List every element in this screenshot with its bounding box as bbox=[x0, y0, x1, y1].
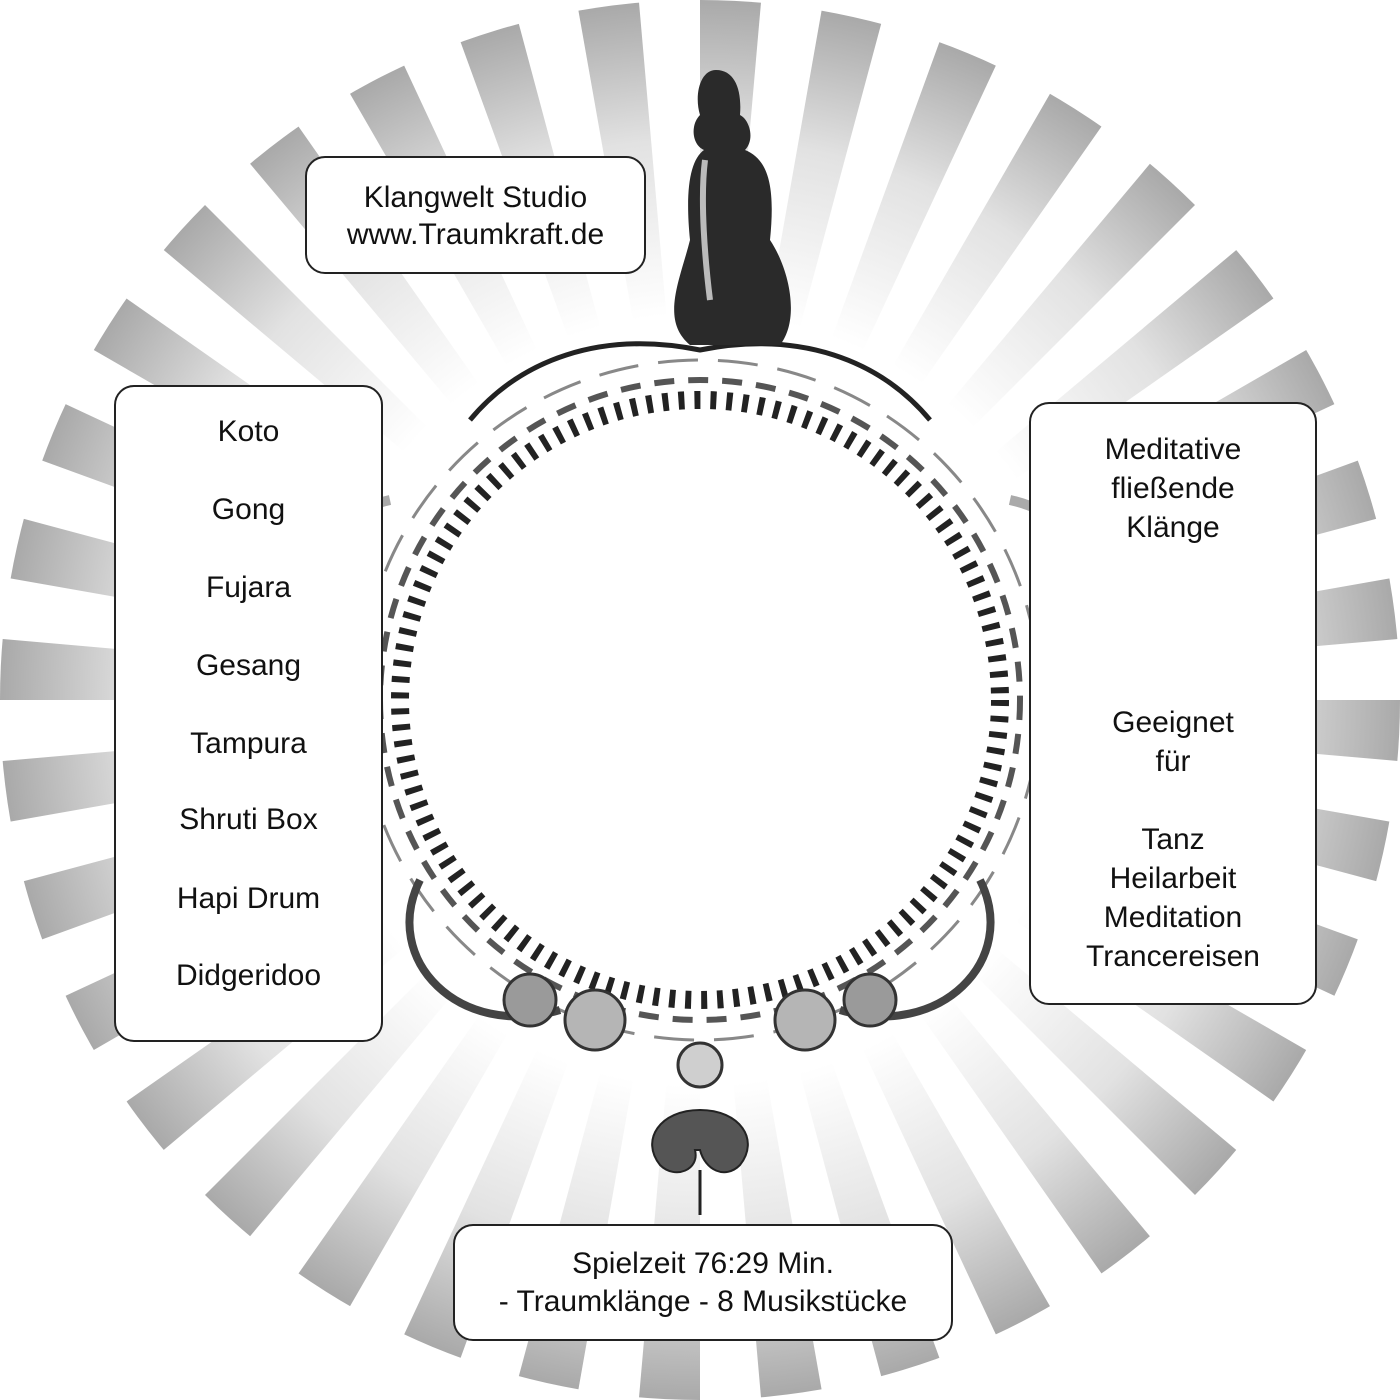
duration-box: Spielzeit 76:29 Min. - Traumklänge - 8 M… bbox=[453, 1224, 953, 1341]
instrument-item: Didgeridoo bbox=[175, 959, 322, 992]
instrument-item: Gong bbox=[211, 493, 286, 526]
instrument-item: Gesang bbox=[195, 649, 302, 682]
instrument-item: Koto bbox=[217, 415, 280, 448]
instrument-item: Fujara bbox=[205, 571, 292, 604]
description-line: fließende bbox=[1111, 472, 1235, 505]
suitable-heading: für bbox=[1155, 745, 1191, 778]
use-item: Meditation bbox=[1103, 901, 1243, 934]
center-hole bbox=[420, 420, 980, 980]
studio-website: www.Traumkraft.de bbox=[346, 218, 605, 251]
use-item: Trancereisen bbox=[1086, 940, 1260, 973]
instrument-item: Tampura bbox=[190, 727, 307, 760]
description-line: Klänge bbox=[1126, 511, 1220, 544]
instruments-list: Koto Gong Fujara Gesang Tampura Shruti B… bbox=[114, 385, 383, 1042]
instrument-item: Shruti Box bbox=[179, 803, 318, 836]
buddha-statue-icon bbox=[674, 70, 791, 345]
rose-flower-icon bbox=[502, 972, 898, 1089]
use-item: Tanz bbox=[1141, 823, 1205, 856]
features-box: Meditative fließende Klänge Geeignet für… bbox=[1029, 402, 1317, 1005]
use-item: Heilarbeit bbox=[1109, 862, 1237, 895]
scroll-ornament-icon bbox=[651, 1108, 749, 1215]
instrument-item: Hapi Drum bbox=[176, 882, 321, 915]
playtime: Spielzeit 76:29 Min. bbox=[572, 1247, 834, 1280]
track-summary: - Traumklänge - 8 Musikstücke bbox=[498, 1285, 908, 1318]
studio-name: Klangwelt Studio bbox=[363, 181, 588, 214]
suitable-heading: Geeignet bbox=[1112, 706, 1234, 739]
description-line: Meditative bbox=[1104, 433, 1242, 466]
studio-info-box: Klangwelt Studio www.Traumkraft.de bbox=[305, 156, 646, 274]
